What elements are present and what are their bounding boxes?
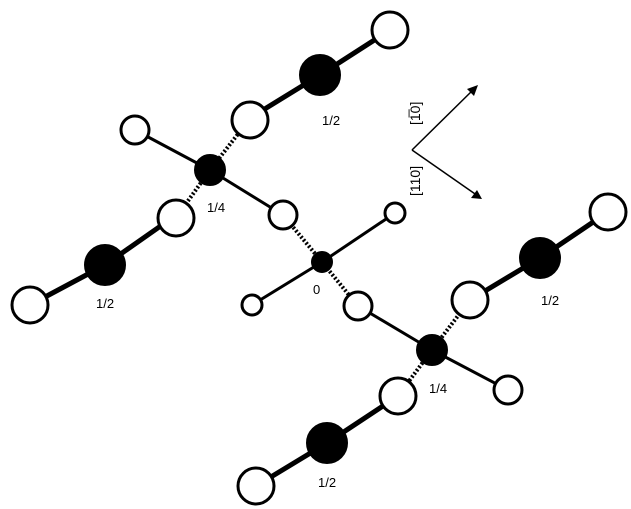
label-upper-left-node: 1/4 [207,200,225,215]
open-atom [370,10,410,50]
filled-atom [194,154,226,186]
label-left: 1/2 [96,296,114,311]
atoms [10,10,628,506]
bond [320,211,397,264]
label-right: 1/2 [541,293,559,308]
filled-atom [299,54,341,96]
open-atom [119,114,151,146]
filled-atom [311,251,333,273]
arrowhead-upper [467,85,478,96]
label-bottom: 1/2 [318,475,336,490]
open-atom [342,290,374,322]
label-center: 0 [313,282,320,297]
height-labels: 1/2 1/4 1/2 0 1/2 1/4 1/2 [96,113,559,490]
arrow-lower [411,149,479,197]
open-atom [450,280,490,320]
label-top-center: 1/2 [322,113,340,128]
filled-atom [519,237,561,279]
open-atom [383,201,407,225]
direction-label-lower: [110] [407,166,423,196]
arrow-upper [411,87,476,151]
open-atom [230,100,270,140]
bond [250,260,324,307]
open-atom [588,192,628,232]
filled-atom [84,244,126,286]
open-atom [10,285,50,325]
open-atom [378,376,418,416]
open-atom [267,199,299,231]
open-atom [492,374,524,406]
direction-label-upper: [1̅0] [407,102,423,125]
filled-atom [416,334,448,366]
filled-atom [306,422,348,464]
label-lower-right-node: 1/4 [429,381,447,396]
arrowhead-lower [471,190,482,199]
open-atom [240,293,264,317]
open-atom [236,466,276,506]
direction-indicator: [1̅0] [110] [407,85,482,199]
open-atom [156,198,196,238]
